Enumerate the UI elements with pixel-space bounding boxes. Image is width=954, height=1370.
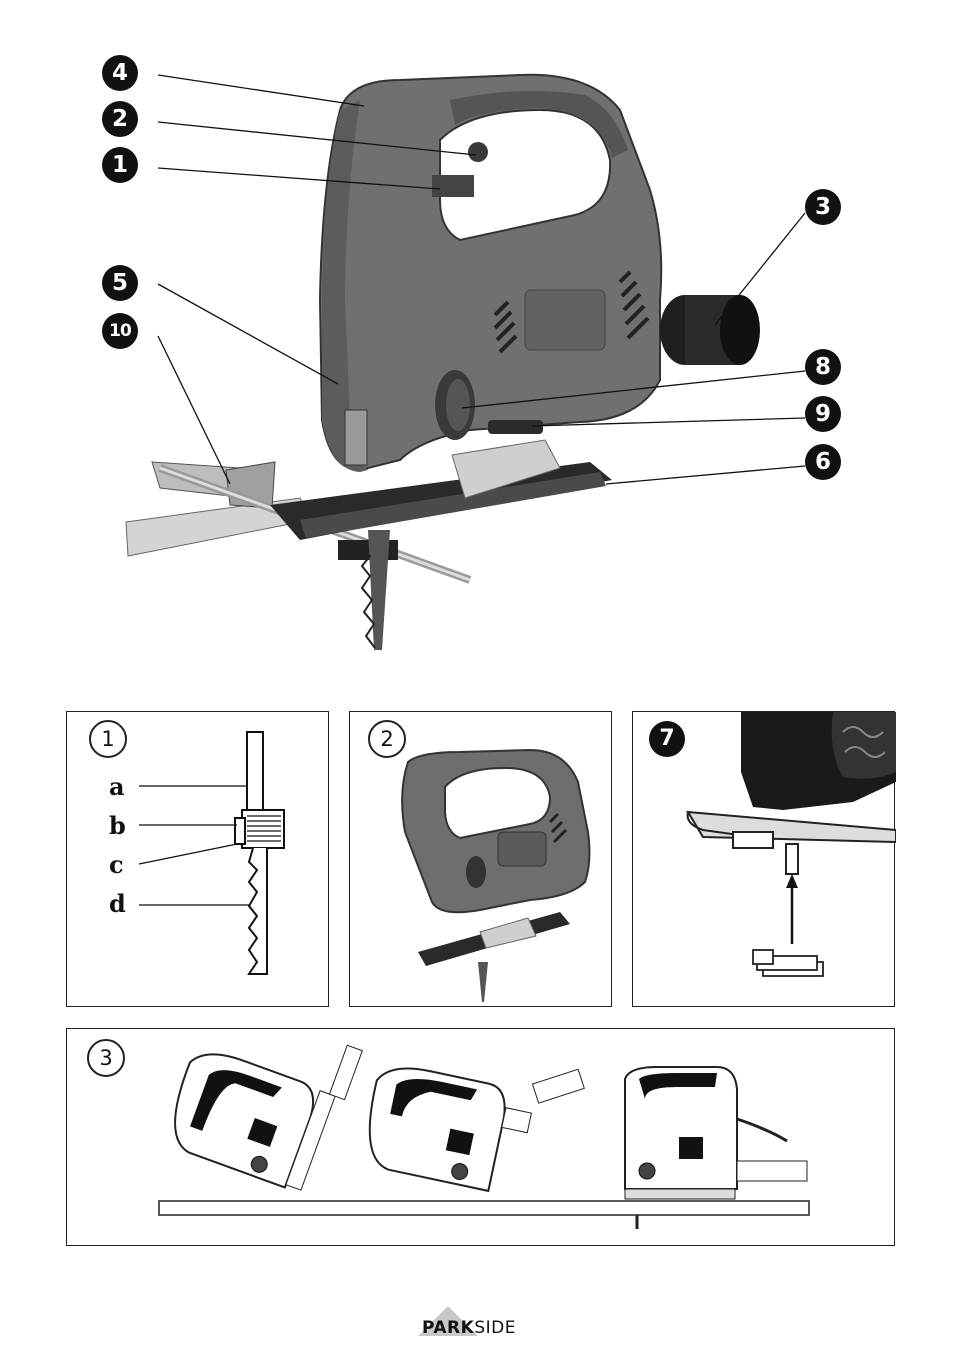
plunge-cut-sequence — [67, 1029, 896, 1247]
blade-insert-drawing — [633, 712, 896, 1008]
panel-blade-diagram: 1 a b c d — [66, 711, 329, 1007]
jigsaw-small-drawing — [350, 712, 613, 1008]
callout-8: 8 — [805, 349, 841, 385]
callout-1: 1 — [102, 147, 138, 183]
callout-9: 9 — [805, 396, 841, 432]
callout-3: 3 — [805, 189, 841, 225]
panel-jigsaw-view: 2 — [349, 711, 612, 1007]
callout-10: 10 — [102, 313, 138, 349]
callout-5: 5 — [102, 265, 138, 301]
parkside-logo: PARKSIDE — [408, 1306, 548, 1340]
logo-text: PARKSIDE — [422, 1318, 516, 1338]
callout-6: 6 — [805, 444, 841, 480]
jigsaw-illustration — [0, 0, 954, 680]
panel-blade-insert: 7 — [632, 711, 895, 1007]
callout-4: 4 — [102, 55, 138, 91]
callout-2: 2 — [102, 101, 138, 137]
blade-drawing — [67, 712, 330, 1008]
panel-plunge-cut: 3 — [66, 1028, 895, 1246]
